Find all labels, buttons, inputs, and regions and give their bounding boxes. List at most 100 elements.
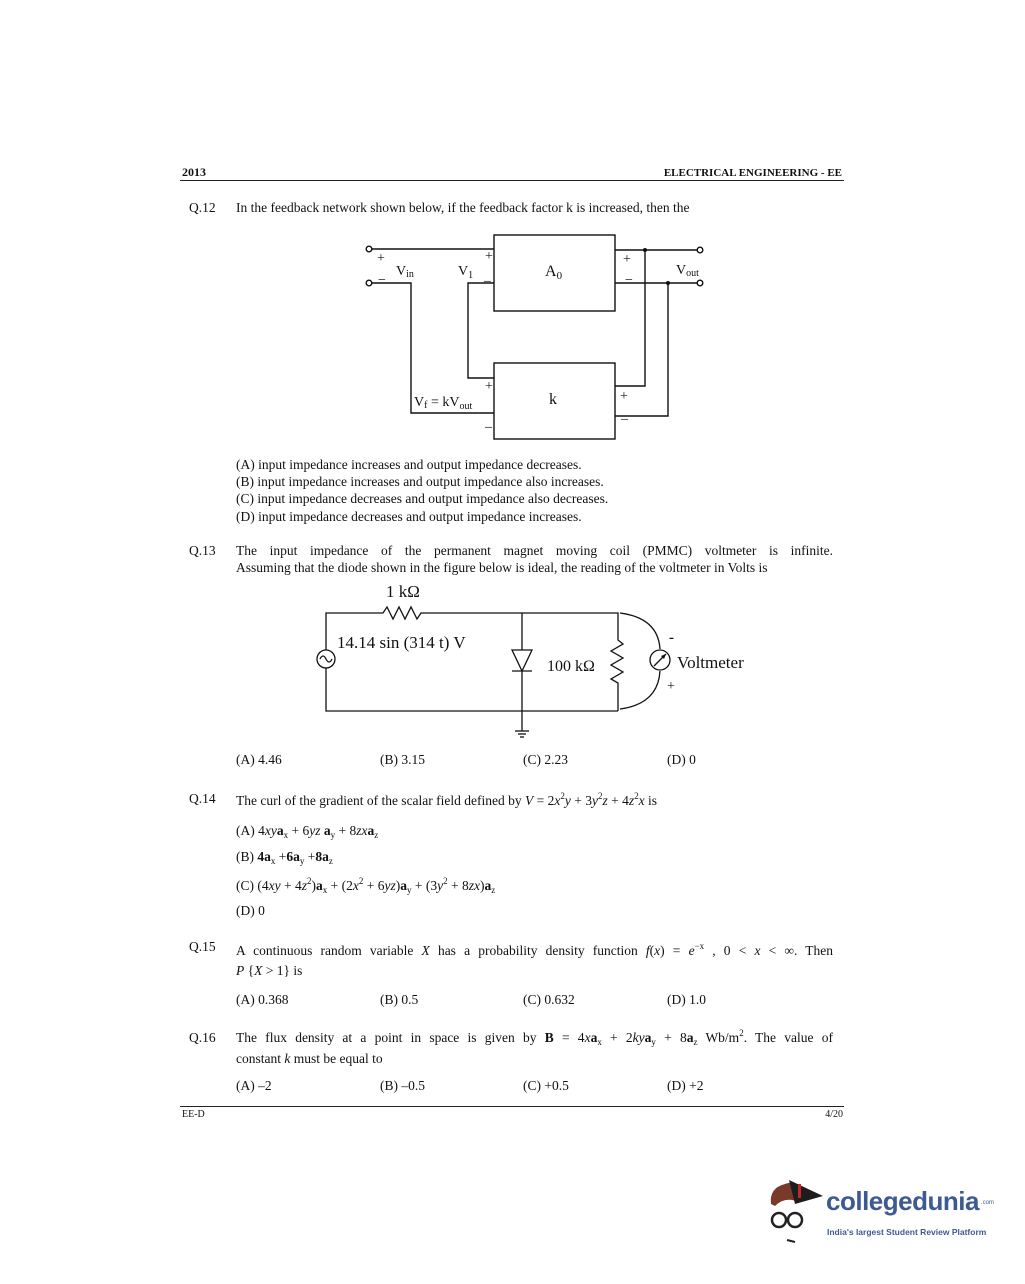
option-b: (B) 3.15 <box>380 752 425 767</box>
vin-label: Vin <box>396 264 414 280</box>
formula-segment: x <box>554 793 561 808</box>
formula-segment: The curl of the gradient of the scalar f… <box>236 793 526 808</box>
question-number: Q.15 <box>189 939 216 954</box>
formula-segment: e <box>688 943 695 958</box>
formula-segment: a <box>644 1030 652 1045</box>
logo-wordmark: collegedunia <box>826 1186 979 1216</box>
formula-segment: yz <box>384 878 396 893</box>
formula-segment: + 2 <box>601 1030 633 1045</box>
formula-segment: is <box>644 793 658 808</box>
voltmeter-plus: + <box>667 679 675 694</box>
formula-segment: 6a <box>286 849 300 864</box>
formula-segment: x <box>270 856 276 866</box>
formula-segment: 2 <box>560 791 565 801</box>
formula-segment: x <box>638 793 645 808</box>
option-d: (D) +2 <box>667 1078 704 1093</box>
voltmeter-label: Voltmeter <box>677 653 744 672</box>
formula-segment: y <box>437 878 444 893</box>
formula-segment: 8a <box>315 849 329 864</box>
formula-segment: a <box>367 823 375 838</box>
formula-segment: f <box>645 943 650 958</box>
vin-plus: + <box>377 251 385 266</box>
formula-segment: . The value of <box>743 1030 833 1045</box>
formula-segment: = 4 <box>553 1030 585 1045</box>
question-number: Q.14 <box>189 791 216 806</box>
vf-label: Vf = kVout <box>414 395 472 412</box>
vin-minus: − <box>378 273 386 288</box>
voltmeter-minus: - <box>669 630 674 646</box>
formula-segment: a <box>320 823 331 838</box>
formula-segment: constant <box>236 1051 285 1066</box>
question-text: In the feedback network shown below, if … <box>236 200 690 215</box>
formula-segment: a <box>686 1030 694 1045</box>
formula-segment: z <box>628 793 635 808</box>
option-a: (A) 0.368 <box>236 992 289 1007</box>
option-b: (B) –0.5 <box>380 1078 425 1093</box>
formula-segment: a <box>276 823 284 838</box>
formula-segment: must be equal to <box>290 1051 383 1066</box>
question-text: The curl of the gradient of the scalar f… <box>236 791 657 809</box>
v1-label: V1 <box>458 264 473 281</box>
option-a: (A) input impedance increases and output… <box>236 457 582 472</box>
question-text-line2: Assuming that the diode shown in the fig… <box>236 560 768 575</box>
header-subject: ELECTRICAL ENGINEERING - EE <box>663 167 842 179</box>
formula-segment: V <box>525 793 534 808</box>
formula-segment: , 0 < <box>704 943 755 958</box>
formula-segment: 2 <box>598 791 603 801</box>
header-year: 2013 <box>182 165 206 179</box>
k-label: k <box>549 391 557 408</box>
k-in-minus: _ <box>484 415 493 430</box>
formula-segment: k <box>284 1051 291 1066</box>
formula-segment: + 4 <box>280 878 302 893</box>
option-d: (D) input impedance decreases and output… <box>236 509 582 524</box>
formula-segment: + 8 <box>335 823 357 838</box>
formula-segment: + 4 <box>607 793 629 808</box>
formula-segment: The flux density at a point in space is … <box>236 1030 545 1045</box>
header-rule <box>180 180 844 181</box>
option-b: (B) 0.5 <box>380 992 419 1007</box>
formula-segment: yz <box>309 823 321 838</box>
footer-rule <box>180 1106 844 1107</box>
option-a: (A) 4xyax + 6yz ay + 8zxaz <box>236 823 378 840</box>
option-c: (C) input impedance decreases and output… <box>236 491 609 506</box>
option-d: (D) 1.0 <box>667 992 706 1007</box>
formula-segment: a <box>590 1030 598 1045</box>
formula-segment: x <box>654 943 661 958</box>
formula-segment: + (3 <box>411 878 438 893</box>
formula-segment: 2 <box>358 876 364 886</box>
vout-label: Vout <box>676 263 699 279</box>
formula-segment: B <box>544 1030 554 1045</box>
diode-circuit-figure: 1 kΩ 14.14 sin (314 t) V 100 kΩ Voltmete… <box>316 582 744 738</box>
formula-segment: y <box>651 1037 656 1047</box>
formula-segment: has a probability density function <box>429 943 646 958</box>
footer-code: EE-D <box>182 1109 205 1120</box>
formula-segment: { <box>244 963 255 978</box>
formula-segment: Wb/m <box>697 1030 740 1045</box>
formula-segment: (B) <box>236 849 258 864</box>
footer-page: 4/20 <box>825 1109 843 1120</box>
option-d: (D) 0 <box>236 903 265 919</box>
formula-segment: ) = <box>660 943 689 958</box>
option-a: (A) –2 <box>236 1078 272 1093</box>
resistor-1k-label: 1 kΩ <box>386 582 420 601</box>
formula-segment: z <box>693 1037 698 1047</box>
formula-segment: y <box>564 793 571 808</box>
formula-segment: x <box>584 1030 591 1045</box>
formula-segment: + 3 <box>570 793 593 808</box>
formula-segment: ) <box>395 878 401 893</box>
logo-tagline: India's largest Student Review Platform <box>827 1227 987 1237</box>
option-a: (A) 4.46 <box>236 752 282 767</box>
formula-segment: X <box>421 943 430 958</box>
question-number: Q.16 <box>189 1030 216 1045</box>
formula-segment: < ∞. Then <box>760 943 834 958</box>
formula-segment: 2 <box>443 876 448 886</box>
out-minus: − <box>625 273 633 288</box>
formula-segment: ky <box>632 1030 645 1045</box>
formula-segment: ) <box>311 878 317 893</box>
formula-segment: X <box>254 963 263 978</box>
formula-segment: x <box>754 943 761 958</box>
formula-segment: ) <box>479 878 485 893</box>
logo-dotcom: .com <box>980 1200 994 1206</box>
formula-segment: x <box>352 878 359 893</box>
option-b: (B) input impedance increases and output… <box>236 474 604 489</box>
